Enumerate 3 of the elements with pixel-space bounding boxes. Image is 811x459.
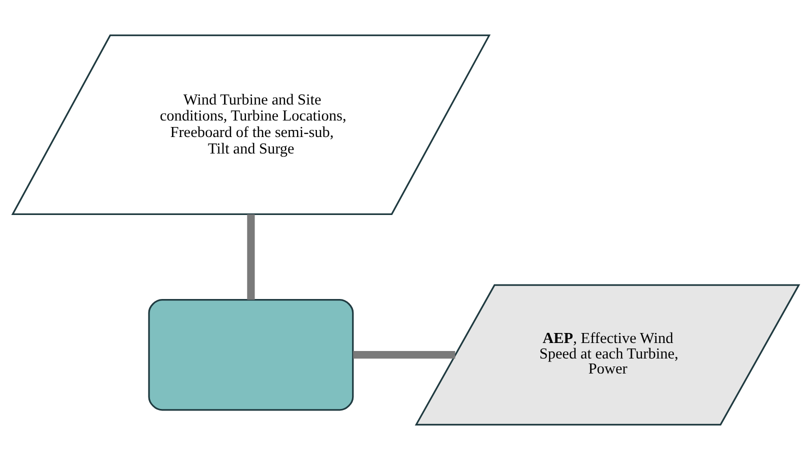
connector xyxy=(353,350,456,358)
node-box xyxy=(148,298,354,410)
connector xyxy=(247,214,255,300)
